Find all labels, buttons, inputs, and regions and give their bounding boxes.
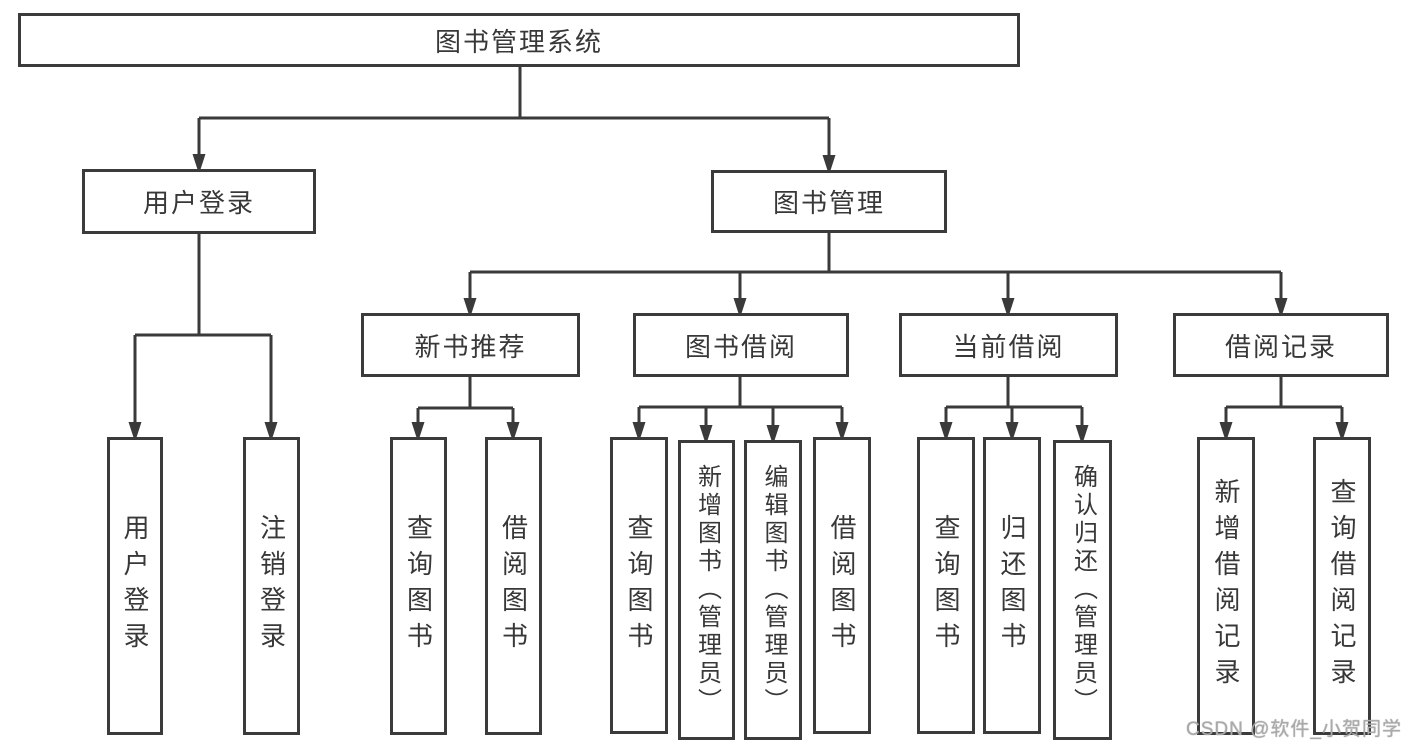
node-book-management: 图书管理: [711, 170, 947, 233]
node-borrow-records-label: 借阅记录: [1224, 331, 1337, 362]
leaf-current-confirm-return-label: 确认归还（管理员）: [1069, 464, 1097, 716]
leaf-login-user-login: 用户登录: [107, 437, 163, 735]
leaf-borrow-borrow-books: 借阅图书: [813, 437, 871, 734]
leaf-current-query-books: 查询图书: [917, 437, 975, 734]
node-user-login: 用户登录: [82, 169, 316, 234]
leaf-records-add-record-label: 新增借阅记录: [1211, 478, 1241, 694]
leaf-borrow-query-books: 查询图书: [610, 437, 668, 734]
node-book-borrow: 图书借阅: [633, 313, 849, 377]
node-current-borrow: 当前借阅: [899, 313, 1118, 377]
leaf-login-logout: 注销登录: [243, 437, 300, 735]
leaf-login-logout-label: 注销登录: [256, 514, 287, 658]
leaf-borrow-edit-books-label: 编辑图书（管理员）: [760, 464, 787, 716]
node-root-label: 图书管理系统: [434, 26, 603, 57]
node-user-login-label: 用户登录: [142, 188, 255, 218]
leaf-current-confirm-return: 确认归还（管理员）: [1053, 440, 1112, 740]
node-borrow-records: 借阅记录: [1173, 313, 1389, 377]
leaf-current-query-books-label: 查询图书: [931, 513, 961, 658]
leaf-current-return-books: 归还图书: [983, 437, 1041, 734]
leaf-newbook-query-books-label: 查询图书: [403, 514, 434, 658]
leaf-newbook-borrow-books: 借阅图书: [485, 437, 542, 735]
arrowheads: [128, 154, 1349, 445]
node-root: 图书管理系统: [18, 13, 1020, 67]
node-new-book-recommend-label: 新书推荐: [414, 331, 527, 362]
leaf-records-query-record: 查询借阅记录: [1313, 437, 1371, 735]
leaf-login-user-login-label: 用户登录: [120, 514, 150, 658]
leaf-records-query-record-label: 查询借阅记录: [1327, 478, 1357, 694]
leaf-borrow-add-books-label: 新增图书（管理员）: [693, 464, 721, 716]
csdn-watermark: CSDN @软件_小贺同学: [1186, 719, 1402, 740]
node-book-management-label: 图书管理: [772, 188, 885, 218]
leaf-newbook-query-books: 查询图书: [390, 437, 447, 735]
node-book-borrow-label: 图书借阅: [684, 331, 797, 362]
leaf-borrow-add-books: 新增图书（管理员）: [678, 440, 735, 740]
leaf-borrow-query-books-label: 查询图书: [624, 513, 654, 658]
leaf-current-return-books-label: 归还图书: [997, 513, 1027, 658]
leaf-records-add-record: 新增借阅记录: [1197, 437, 1255, 735]
leaf-borrow-borrow-books-label: 借阅图书: [827, 513, 857, 658]
leaf-newbook-borrow-books-label: 借阅图书: [498, 514, 529, 658]
node-current-borrow-label: 当前借阅: [952, 331, 1065, 362]
leaf-borrow-edit-books: 编辑图书（管理员）: [744, 440, 802, 740]
node-new-book-recommend: 新书推荐: [361, 313, 580, 377]
